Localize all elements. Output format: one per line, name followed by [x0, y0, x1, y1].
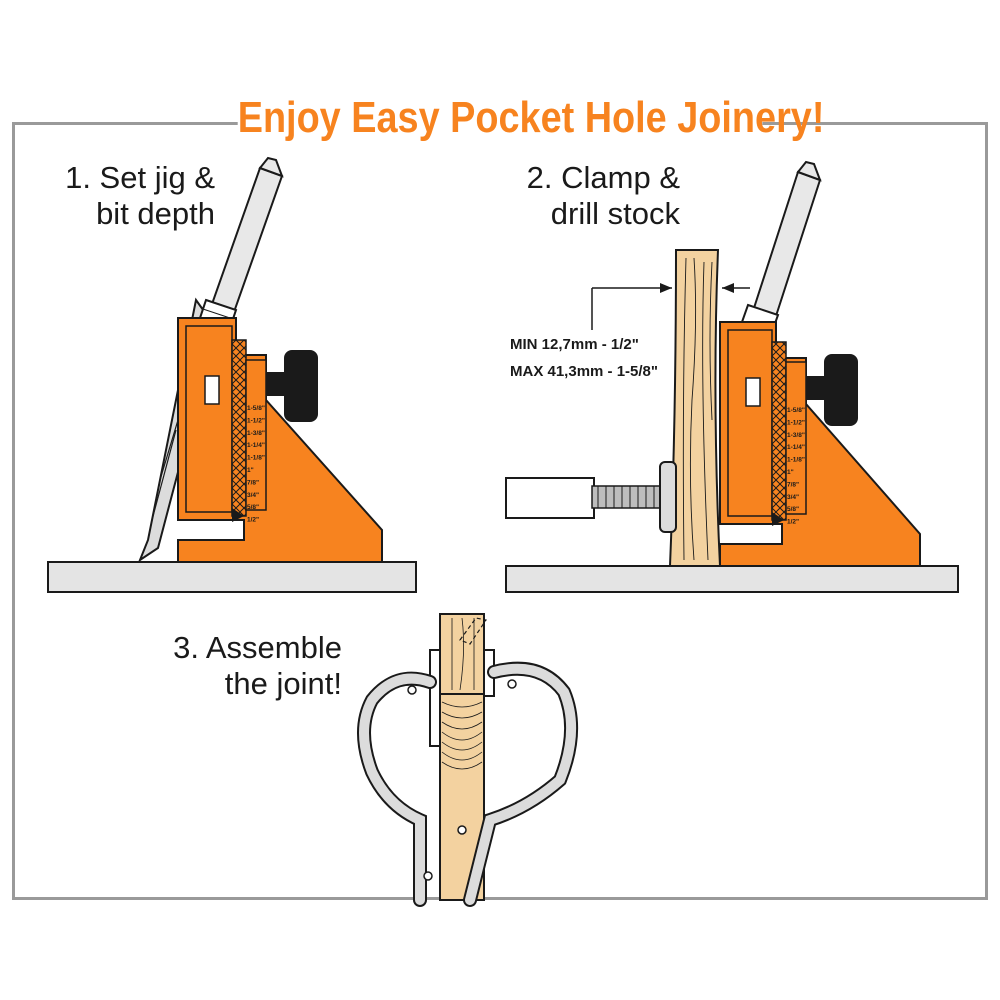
wood-stock [668, 249, 722, 567]
min-thickness-label: MIN 12,7mm - 1/2" [510, 336, 639, 353]
depth-scale-1: 1-5/8" 1-1/2" 1-3/8" 1-1/4" 1-1/8" 1" 7/8" 3/4"… [247, 405, 265, 524]
scale-mark: 5/8" [247, 504, 259, 511]
title-text: Enjoy Easy Pocket Hole Joinery! [237, 93, 825, 142]
scale-mark: 1-1/4" [787, 444, 805, 451]
drill-bit-2 [740, 160, 822, 334]
scale-mark: 1-1/4" [247, 442, 265, 449]
scale-mark: 1-3/8" [787, 432, 805, 439]
scale-mark: 1/2" [787, 519, 799, 526]
scale-mark: 1-1/8" [247, 455, 265, 462]
scale-mark: 1-5/8" [247, 405, 265, 412]
step-3-label: 3. Assemble the joint! [173, 630, 342, 701]
scale-mark: 5/8" [787, 506, 799, 513]
scale-mark: 1-1/2" [247, 417, 265, 424]
max-thickness-label: MAX 41,3mm - 1-5/8" [510, 363, 658, 380]
scale-mark: 1-5/8" [787, 407, 805, 414]
scale-mark: 1-3/8" [247, 430, 265, 437]
knob-2 [806, 354, 858, 426]
scale-mark: 1" [247, 467, 254, 474]
board-top [439, 613, 485, 695]
scale-mark: 7/8" [247, 479, 259, 486]
panel-3-assemble [357, 613, 579, 907]
step-2-label: 2. Clamp & drill stock [526, 160, 680, 231]
scale-mark: 1-1/2" [787, 419, 805, 426]
scale-mark: 3/4" [247, 492, 259, 499]
scale-mark: 1" [787, 469, 794, 476]
face-clamp [357, 649, 579, 907]
scale-mark: 7/8" [787, 481, 799, 488]
pocket-hole-jig [177, 317, 383, 563]
workbench-base-2 [505, 565, 959, 593]
panel-2-clamp-drill: MIN 12,7mm - 1/2" MAX 41,3mm - 1-5/8" 1-… [505, 160, 959, 593]
pocket-hole-jig-2 [719, 321, 921, 567]
page-title: Enjoy Easy Pocket Hole Joinery! [237, 88, 824, 148]
depth-scale-2: 1-5/8" 1-1/2" 1-3/8" 1-1/4" 1-1/8" 1" 7/8" 3/4"… [787, 407, 805, 526]
scale-mark: 1/2" [247, 517, 259, 524]
panel-1-set-jig: 1-5/8" 1-1/2" 1-3/8" 1-1/4" 1-1/8" 1" 7/8" 3/4"… [47, 156, 417, 593]
guide-slot [204, 375, 220, 405]
scale-mark: 3/4" [787, 494, 799, 501]
workbench-base [47, 561, 417, 593]
clamp-screw [505, 461, 677, 533]
scale-mark: 1-1/8" [787, 457, 805, 464]
knob [266, 350, 318, 422]
thickness-dimension: MIN 12,7mm - 1/2" MAX 41,3mm - 1-5/8" [510, 283, 750, 380]
knurled-rail [231, 339, 247, 517]
step-1-label: 1. Set jig & bit depth [65, 160, 215, 231]
